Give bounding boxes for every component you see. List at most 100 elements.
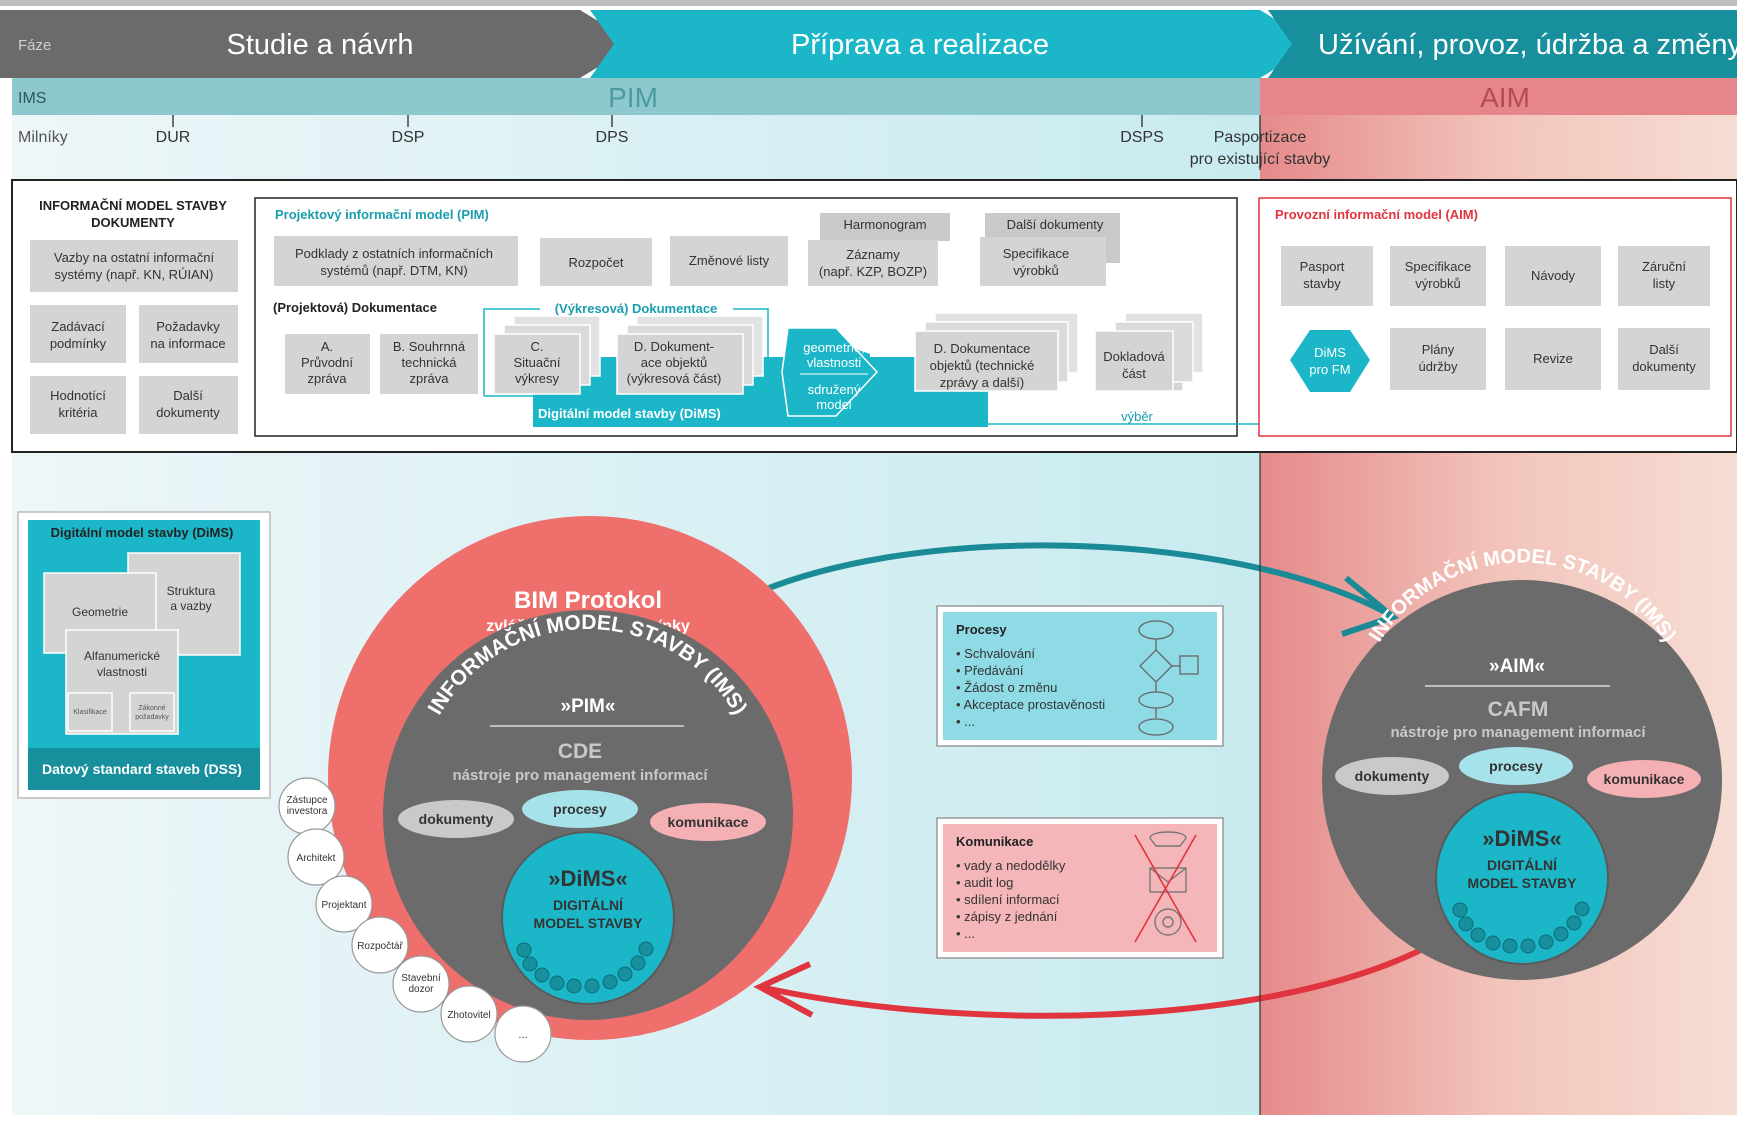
svg-text:stavby: stavby [1303,276,1341,291]
ims-box-title-1: INFORMAČNÍ MODEL STAVBY [39,198,227,213]
pim-label: PIM [608,82,658,113]
aim-dalsi: Další dokumenty [1618,328,1710,390]
svg-text:(výkresová část): (výkresová část) [627,371,722,386]
svg-text:Dokladová: Dokladová [1103,349,1165,364]
role-architekt: Architekt [287,828,345,886]
svg-text:• sdílení informací: • sdílení informací [956,892,1060,907]
svg-text:investora: investora [287,806,328,817]
svg-text:Zákonné: Zákonné [138,705,165,712]
ims-item-pozadavky: Požadavky na informace [139,305,238,363]
svg-text:systémů (např. DTM, KN): systémů (např. DTM, KN) [320,263,467,278]
svg-text:C.: C. [531,339,544,354]
svg-text:Požadavky: Požadavky [156,319,220,334]
svg-text:Procesy: Procesy [956,622,1007,637]
aim-revize: Revize [1505,328,1601,390]
svg-text:sdružený: sdružený [808,382,861,397]
svg-text:MODEL STAVBY: MODEL STAVBY [534,915,644,931]
svg-text:A.: A. [321,339,333,354]
svg-text:komunikace: komunikace [668,814,749,830]
pasport-line-1: Pasportizace [1214,129,1307,146]
svg-text:dokumenty: dokumenty [1632,359,1696,374]
hexagon-model: geometrie, vlastnosti sdružený model [780,327,879,417]
svg-text:požadavky: požadavky [135,714,169,721]
svg-text:Záznamy: Záznamy [846,247,900,262]
pim-dalsi-specifikace: Další dokumenty Specifikace výrobků [980,213,1120,286]
milestones-label: Milníky [18,129,68,146]
milestone-dsp: DSP [392,129,425,146]
svg-text:Komunikace: Komunikace [956,834,1033,849]
svg-text:Rozpočtář: Rozpočtář [357,941,403,952]
svg-text:DIGITÁLNÍ: DIGITÁLNÍ [1487,857,1558,873]
arrow-to-pim [764,945,1427,1019]
aim-dims-fm-hex: DiMS pro FM [1290,330,1370,392]
pim-podklady: Podklady z ostatních informačních systém… [274,236,518,286]
ims-item-dalsi: Další dokumenty [139,376,238,434]
svg-text:Změnové listy: Změnové listy [689,253,770,268]
svg-text:Záruční: Záruční [1642,259,1686,274]
svg-text:výkresy: výkresy [515,371,560,386]
svg-text:model: model [816,397,852,412]
doc-label: (Projektová) Dokumentace [273,300,437,315]
svg-text:Plány: Plány [1422,342,1455,357]
role-more: ... [494,1005,552,1063]
svg-text:Klasifikace: Klasifikace [73,709,107,716]
role-rozpoctar: Rozpočtář [351,916,409,974]
svg-text:Další: Další [173,388,203,403]
svg-text:Stavební: Stavební [401,973,441,984]
milestone-dur: DUR [156,129,191,146]
milestone-dps: DPS [596,129,629,146]
dims-panel: Digitální model stavby (DiMS) Struktura … [17,511,271,799]
svg-text:procesy: procesy [553,801,607,817]
svg-text:geometrie,: geometrie, [803,340,864,355]
aim-box [1258,197,1732,437]
aim-plany: Plány údržby [1390,328,1486,390]
svg-text:• Schvalování: • Schvalování [956,646,1035,661]
svg-text:Podklady z ostatních informačn: Podklady z ostatních informačních [295,246,493,261]
svg-text:...: ... [518,1029,527,1041]
aim-bar [1260,78,1737,115]
svg-text:zprávy a další): zprávy a další) [940,375,1025,390]
aim-box-title: Provozní informační model (AIM) [1275,207,1478,222]
svg-text:dokumenty: dokumenty [156,405,220,420]
svg-text:pro FM: pro FM [1309,362,1350,377]
svg-text:Návody: Návody [1531,268,1576,283]
svg-text:dokumenty: dokumenty [419,811,494,827]
svg-text:Geometrie: Geometrie [72,605,128,619]
svg-text:systémy (např. KN, RÚIAN): systémy (např. KN, RÚIAN) [55,267,214,282]
pim-rozpocet: Rozpočet [540,238,652,286]
phase-arrow-uzivani [1268,10,1737,78]
svg-text:kritéria: kritéria [58,405,98,420]
svg-text:zpráva: zpráva [409,371,449,386]
role-stavebni-dozor: Stavební dozor [392,955,450,1013]
svg-text:Harmonogram: Harmonogram [843,217,926,232]
svg-text:• Předávání: • Předávání [956,663,1024,678]
svg-text:procesy: procesy [1489,758,1543,774]
svg-text:Hodnotící: Hodnotící [50,388,106,403]
role-projektant: Projektant [315,875,373,933]
svg-text:Projektant: Projektant [321,900,366,911]
svg-text:Situační: Situační [514,355,561,370]
svg-text:údržby: údržby [1418,359,1458,374]
svg-text:nástroje pro management inform: nástroje pro management informací [452,767,708,784]
svg-text:»PIM«: »PIM« [561,696,616,717]
svg-text:Průvodní: Průvodní [301,355,353,370]
ims-label: IMS [18,90,46,107]
svg-text:komunikace: komunikace [1604,771,1685,787]
doc-c: C. Situační výkresy [493,315,601,395]
svg-text:BIM Protokol: BIM Protokol [514,587,662,614]
bim-protokol-circle: BIM Protokol zvláštní smluvní podmínky I… [328,516,852,1040]
doc-d-technicke: D. Dokumentace objektů (technické zprávy… [914,312,1079,392]
doc-d-vykresova: D. Dokument- ace objektů (výkresová část… [616,315,764,395]
pasport-line-2: pro existující stavby [1190,151,1331,168]
svg-text:Struktura: Struktura [167,584,216,598]
svg-text:• Žádost o změnu: • Žádost o změnu [956,680,1057,695]
pim-harmonogram-zaznamy: Harmonogram Záznamy (např. KZP, BOZP) [808,213,950,286]
ims-item-hodnotici: Hodnotící kritéria [30,376,126,434]
doc-b: B. Souhrnná technická zpráva [380,334,478,394]
svg-text:Datový standard staveb (DSS): Datový standard staveb (DSS) [42,761,242,777]
svg-text:výrobků: výrobků [1415,276,1461,291]
svg-text:CAFM: CAFM [1488,698,1549,721]
procesy-box: Procesy • Schvalování • Předávání • Žádo… [936,605,1224,747]
svg-text:• audit log: • audit log [956,875,1013,890]
